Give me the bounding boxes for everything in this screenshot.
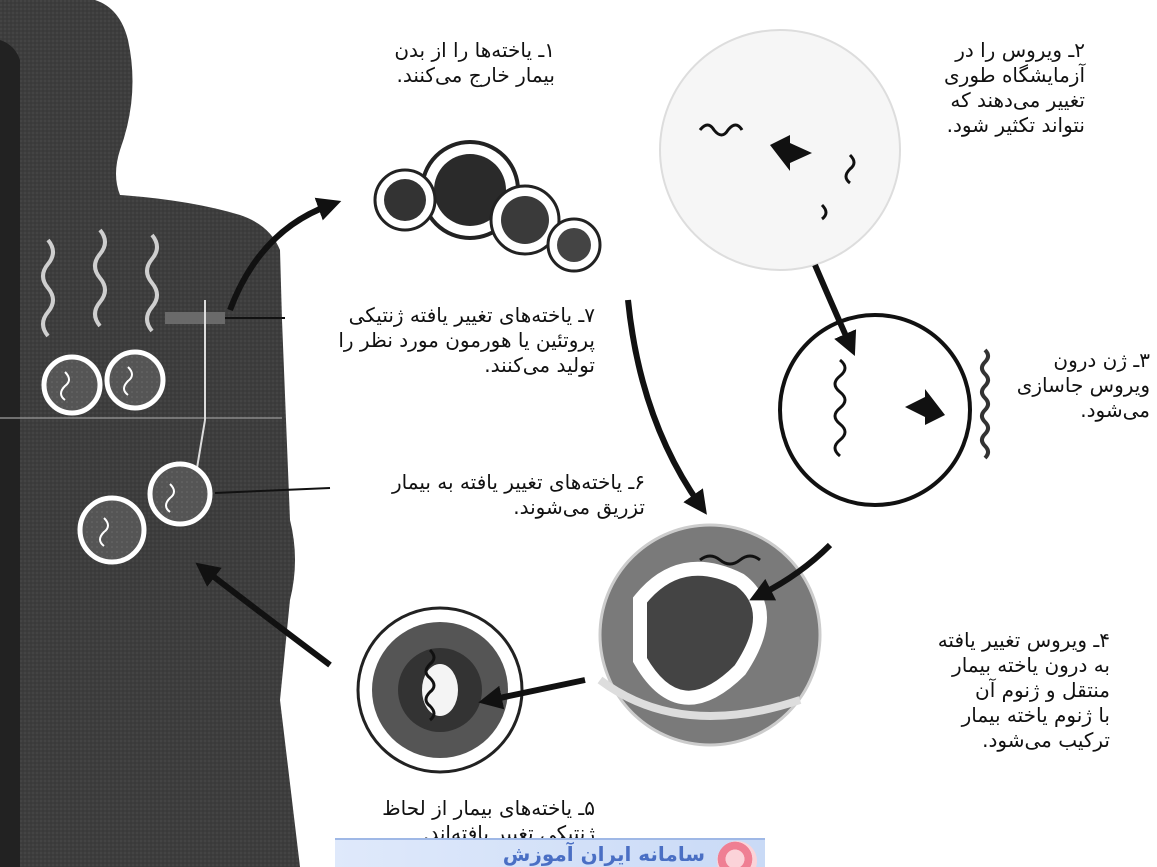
step-1-line-1: ۱ـ یاخته‌ها را از بدن [370,38,555,63]
step-4-line-5: ترکیب می‌شود. [895,728,1110,753]
patient-cell-infection [600,525,820,745]
step-4-line-3: منتقل و ژنوم آن [895,678,1110,703]
step-6-line-2: تزریق می‌شوند. [335,495,645,520]
step-7-label: ۷ـ یاخته‌های تغییر یافته ژنتیکی پروتئین … [265,303,595,378]
step-3-line-1: ۳ـ ژن درون [1010,348,1150,373]
step-4-line-2: به درون یاخته بیمار [895,653,1110,678]
step-2-line-3: تغییر می‌دهند که [900,88,1085,113]
step-2-line-1: ۲ـ ویروس را در [900,38,1085,63]
virus-lab-cell [660,30,900,270]
step-3-line-3: می‌شود. [1010,398,1150,423]
step-1-label: ۱ـ یاخته‌ها را از بدن بیمار خارج می‌کنند… [370,38,555,88]
virus-gene-cell [780,315,988,505]
extracted-cells [375,142,600,271]
step-3-line-2: ویروس جاسازی [1010,373,1150,398]
step-4-label: ۴ـ ویروس تغییر یافته به درون یاخته بیمار… [895,628,1110,753]
step-7-line-1: ۷ـ یاخته‌های تغییر یافته ژنتیکی [265,303,595,328]
step-2-line-2: آزمایشگاه طوری [900,63,1085,88]
watermark-banner: سامانه ایران آموزش [335,838,765,867]
step-1-line-2: بیمار خارج می‌کنند. [370,63,555,88]
step-2-line-4: نتواند تکثیر شود. [900,113,1085,138]
step-3-label: ۳ـ ژن درون ویروس جاسازی می‌شود. [1010,348,1150,423]
step-7-line-3: تولید می‌کنند. [265,353,595,378]
step-7-line-2: پروتئین یا هورمون مورد نظر را [265,328,595,353]
step-4-line-4: با ژنوم یاخته بیمار [895,703,1110,728]
watermark-text: سامانه ایران آموزش [503,842,705,866]
step-2-label: ۲ـ ویروس را در آزمایشگاه طوری تغییر می‌د… [900,38,1085,138]
step-5-line-1: ۵ـ یاخته‌های بیمار از لحاظ [315,796,595,821]
modified-cell [358,608,522,772]
step-6-label: ۶ـ یاخته‌های تغییر یافته به بیمار تزریق … [335,470,645,520]
watermark-logo-icon [717,841,757,867]
human-silhouette [0,0,300,867]
step-6-line-1: ۶ـ یاخته‌های تغییر یافته به بیمار [335,470,645,495]
step-4-line-1: ۴ـ ویروس تغییر یافته [895,628,1110,653]
